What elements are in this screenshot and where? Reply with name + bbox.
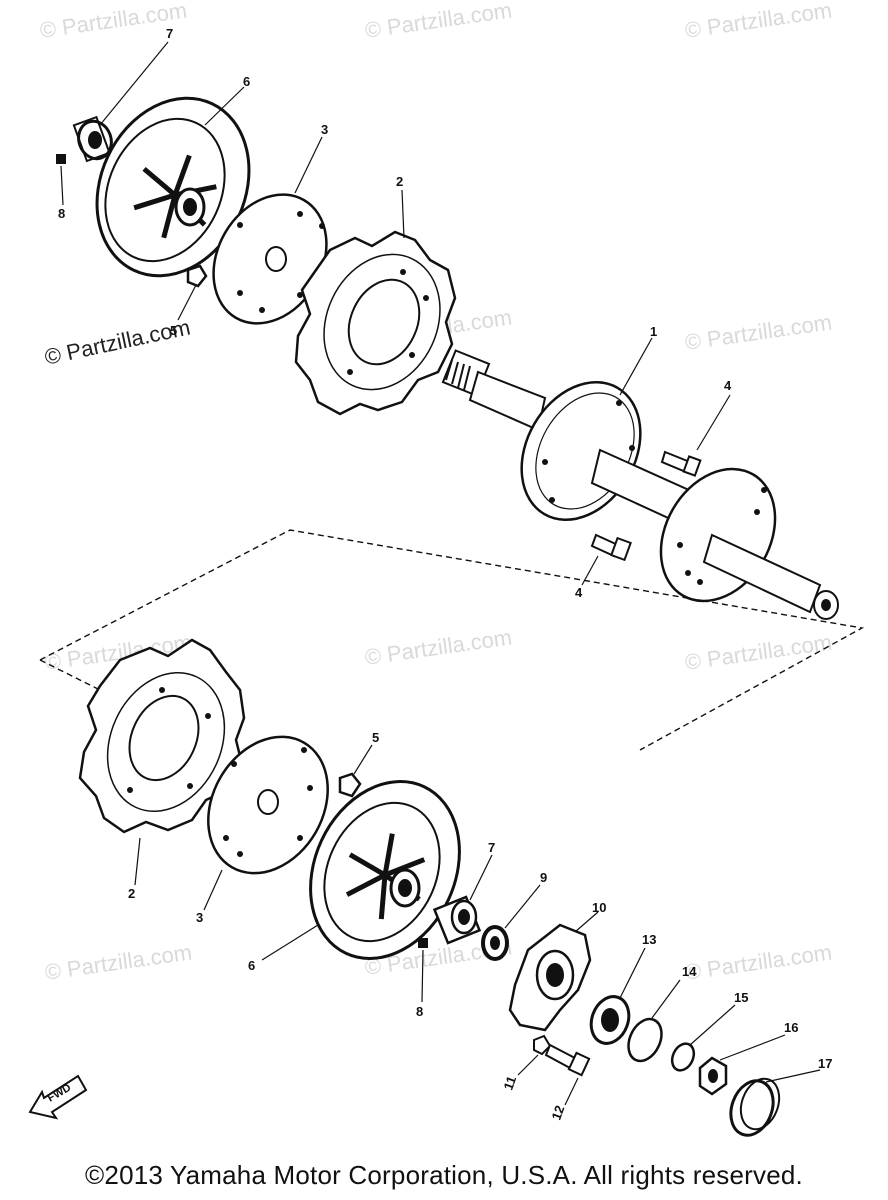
bearing-bottom — [432, 854, 493, 945]
housing-10 — [508, 911, 599, 1032]
label-16: 16 — [784, 1020, 798, 1035]
label-10: 10 — [592, 900, 606, 915]
label-5: 5 — [372, 730, 379, 745]
label-9: 9 — [540, 870, 547, 885]
label-1: 1 — [650, 324, 657, 339]
part-labels: 7 6 3 2 8 5 1 4 4 5 2 3 6 7 9 10 13 14 1… — [58, 26, 832, 1122]
label-4: 4 — [724, 378, 732, 393]
bolt-12 — [544, 1043, 591, 1106]
label-13: 13 — [642, 932, 656, 947]
plate-top — [212, 193, 328, 325]
fwd-arrow-icon: FWD — [28, 1074, 88, 1120]
bolt-4-upper — [660, 394, 731, 477]
bolt-4-lower — [581, 533, 632, 586]
label-17: 17 — [818, 1056, 832, 1071]
label-5: 5 — [170, 323, 177, 338]
plate-bottom — [203, 735, 329, 911]
label-14: 14 — [682, 964, 697, 979]
washer-15 — [670, 1004, 736, 1072]
label-8: 8 — [416, 1004, 423, 1019]
seal-9 — [481, 884, 541, 961]
label-7: 7 — [488, 840, 495, 855]
nut-5-top — [186, 264, 208, 288]
label-8: 8 — [58, 206, 65, 221]
dashed-guide — [39, 529, 865, 751]
exploded-view-drawing: FWD 7 6 3 2 8 5 1 4 4 5 2 3 6 7 9 10 13 … — [28, 26, 865, 1137]
label-2: 2 — [128, 886, 135, 901]
leader-lines-top — [99, 41, 653, 396]
label-7: 7 — [166, 26, 173, 41]
ring-14 — [627, 979, 681, 1063]
wheel-bottom — [261, 780, 461, 961]
sprocket-bottom — [78, 638, 246, 886]
nut-16 — [698, 1034, 786, 1096]
sprocket-top — [294, 230, 457, 416]
nut-11 — [517, 1034, 552, 1076]
nut-8-bottom — [418, 938, 428, 1003]
label-3: 3 — [196, 910, 203, 925]
copyright-footer: ©2013 Yamaha Motor Corporation, U.S.A. A… — [85, 1160, 803, 1190]
bearing-13 — [589, 947, 646, 1045]
label-15: 15 — [734, 990, 748, 1005]
label-6: 6 — [248, 958, 255, 973]
nut-5-bottom — [338, 744, 373, 798]
label-11: 11 — [500, 1074, 519, 1092]
label-12: 12 — [548, 1103, 567, 1122]
label-6: 6 — [243, 74, 250, 89]
wheel-top — [95, 96, 251, 278]
shaft-assembly — [441, 349, 839, 620]
label-3: 3 — [321, 122, 328, 137]
cap-17 — [729, 1069, 821, 1137]
label-2: 2 — [396, 174, 403, 189]
nut-8-top — [56, 154, 66, 206]
label-4: 4 — [575, 585, 583, 600]
bearing-top — [72, 115, 113, 163]
